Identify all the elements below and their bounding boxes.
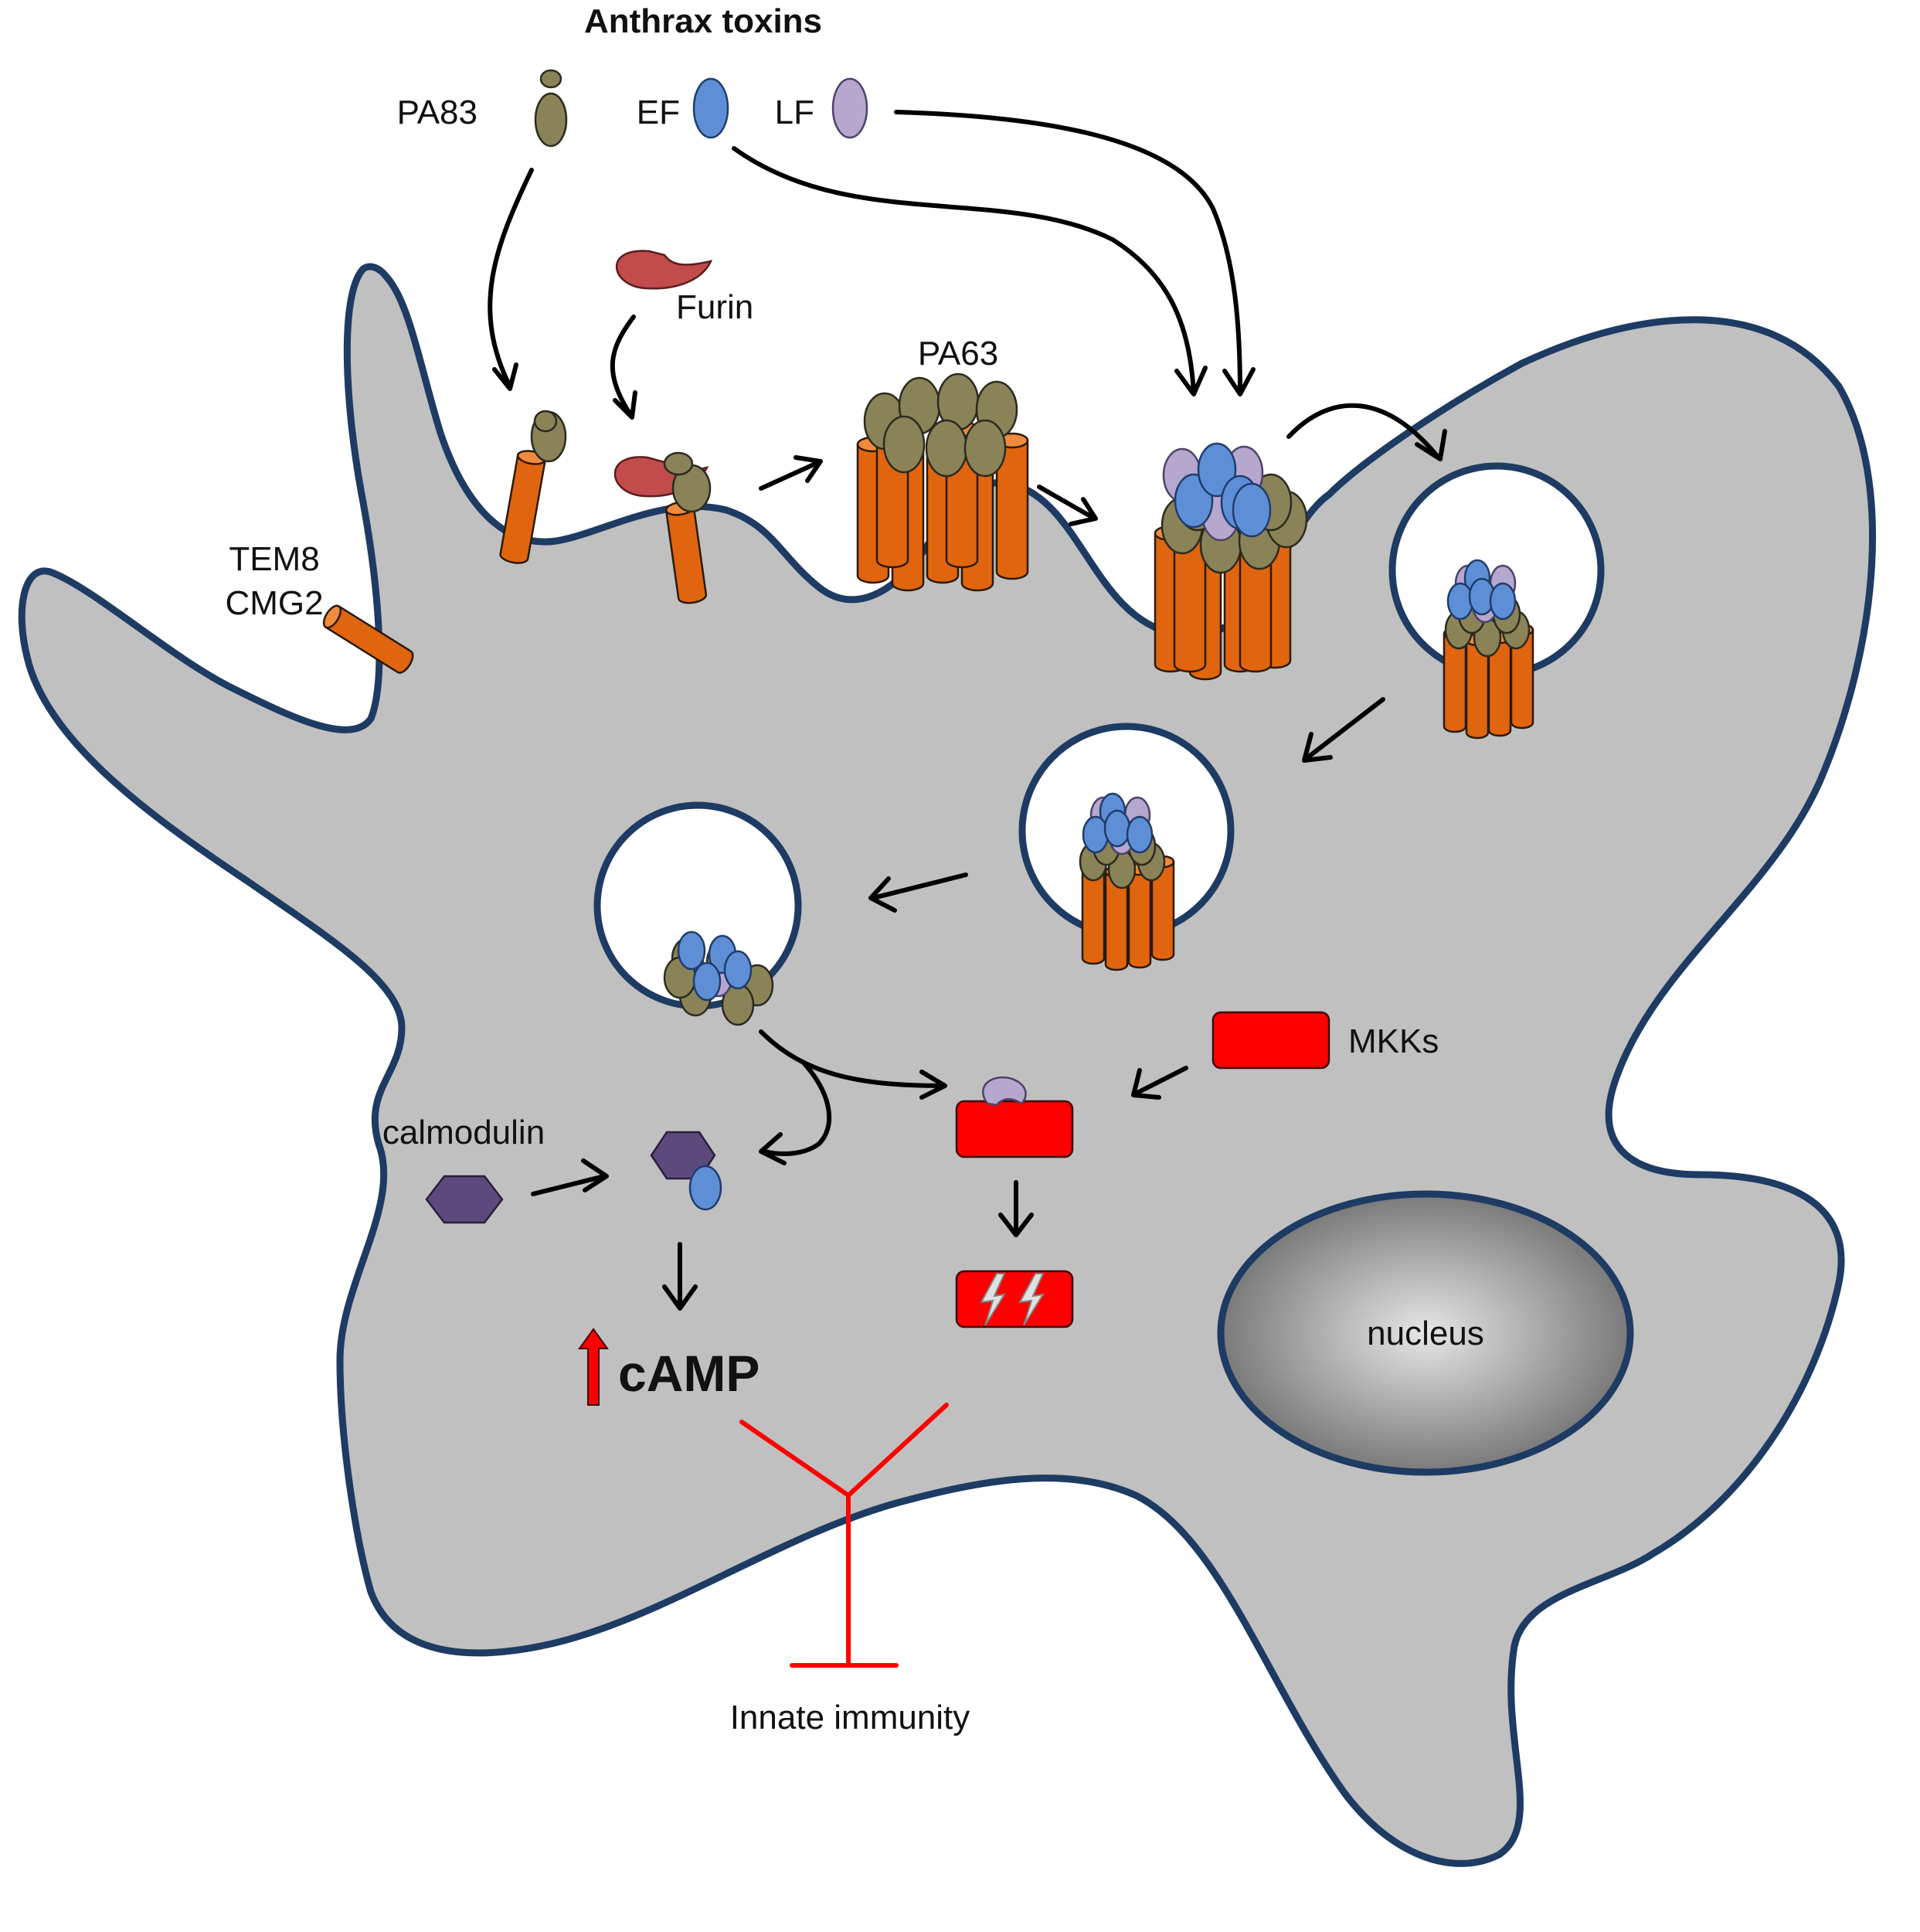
- arrow-to-prepore: [1037, 485, 1096, 520]
- arrow-endosome-2-to-3: [871, 872, 968, 900]
- arrow-calmodulin-to-complex: [531, 1174, 607, 1196]
- innate-immunity-label: Innate immunity: [730, 1699, 970, 1736]
- camp-increase-arrow: [578, 1328, 609, 1406]
- nucleus: [1217, 1190, 1634, 1476]
- lf-label: LF: [775, 94, 814, 131]
- arrow-lf-to-mkk: [759, 1029, 945, 1088]
- prepore-ef-lf-complex: [1154, 442, 1308, 681]
- ef-label: EF: [637, 94, 680, 131]
- arrow-pa83-to-receptor: [488, 168, 534, 389]
- arrow-to-pa63: [759, 460, 821, 491]
- arrow-endosome-1-to-2: [1303, 697, 1385, 761]
- title: Anthrax toxins: [584, 2, 822, 40]
- arrow-ef-to-complex: [732, 146, 1196, 395]
- arrow-lf-to-complex: [894, 110, 1242, 395]
- furin-label: Furin: [676, 288, 753, 326]
- calmodulin-protein: [425, 1175, 504, 1224]
- ef-molecule: [692, 77, 729, 139]
- nucleus-label: nucleus: [1367, 1315, 1484, 1352]
- arrow-furin-to-cleavage: [610, 315, 636, 416]
- mkk-cleaved: [955, 1270, 1074, 1328]
- arrow-mkk-to-cleavage: [1133, 1066, 1188, 1096]
- endosome-translocation: [593, 801, 802, 1026]
- lf-molecule: [831, 77, 868, 139]
- mkk-lf-bound: [955, 1076, 1074, 1158]
- furin-cleaving-pa83: [613, 451, 712, 604]
- arrow-ef-to-calmodulin: [763, 1060, 832, 1156]
- receptor-pa83-bound: [499, 410, 567, 564]
- pa63-heptamer: [856, 372, 1029, 592]
- receptor-tem8-cmg2: [322, 604, 414, 674]
- inhibition-symbol: [739, 1403, 949, 1668]
- mkks-label: MKKs: [1348, 1022, 1439, 1060]
- pa63-label: PA63: [918, 335, 998, 372]
- pa83-molecule: [534, 69, 568, 148]
- receptor-label-tem8: TEM8: [229, 540, 319, 578]
- furin-enzyme: [615, 250, 713, 290]
- endosome-late: [1018, 723, 1235, 971]
- camp-label: cAMP: [618, 1345, 760, 1402]
- endosome-early: [1388, 462, 1605, 740]
- arrow-to-endocytosis: [1286, 403, 1439, 458]
- calmodulin-label: calmodulin: [382, 1114, 545, 1151]
- mkk-protein: [1211, 1011, 1330, 1070]
- calmodulin-ef-complex: [650, 1131, 722, 1211]
- receptor-label-cmg2: CMG2: [225, 584, 323, 622]
- pa83-label: PA83: [397, 94, 477, 131]
